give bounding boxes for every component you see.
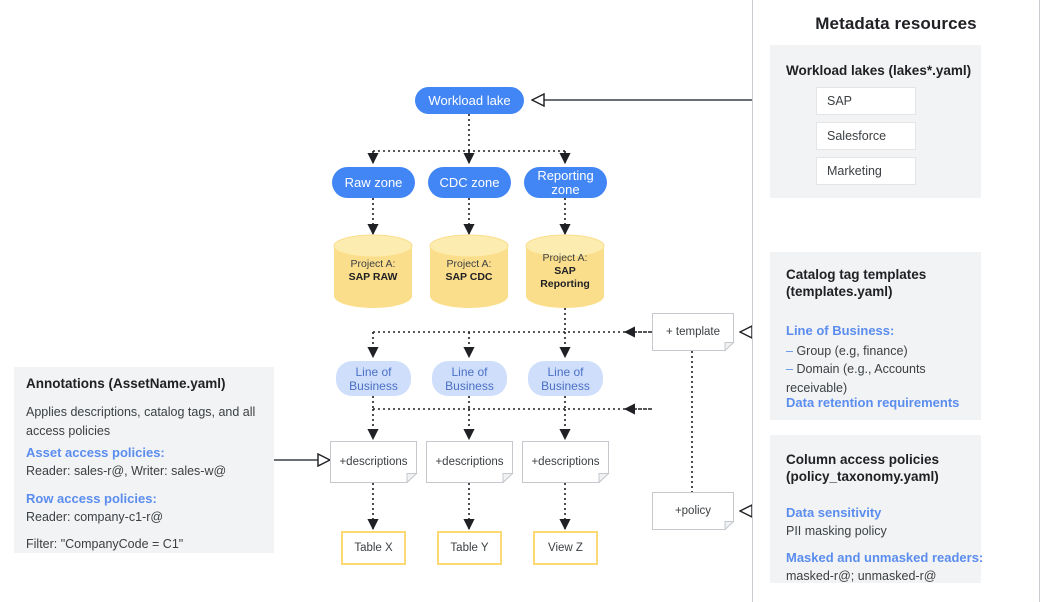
node-table-y[interactable]: Table Y [437,531,502,565]
note-shape [522,441,610,484]
data-sensitivity-value: PII masking policy [786,524,887,538]
column-policies-heading-2: (policy_taxonomy.yaml) [786,469,939,484]
node-project-sap-reporting-label: Project A: SAP Reporting [526,234,604,308]
node-reporting-zone-label: Reporting zone [537,167,594,197]
project-prefix: Project A: [446,258,492,270]
data-retention-heading: Data retention requirements [786,395,960,410]
project-name: SAP RAW [348,271,398,283]
node-cdc-zone[interactable]: CDC zone [428,167,511,198]
row-filter-value: Filter: "CompanyCode = C1" [26,537,184,551]
node-raw-zone[interactable]: Raw zone [332,167,415,198]
note-shape [330,441,418,484]
note-shape [652,492,735,531]
catalog-templates-group [770,252,981,420]
node-table-x[interactable]: Table X [341,531,406,565]
node-cdc-zone-label: CDC zone [439,174,500,190]
row-access-policies-value: Reader: company-c1-r@ [26,510,164,524]
bullet-dash: – [786,344,793,358]
node-line-of-business-3-label: Line of Business [541,364,590,393]
node-workload-lake[interactable]: Workload lake [415,87,524,114]
catalog-bullet-domain: – Domain (e.g., Accounts receivable) [786,360,986,398]
node-project-sap-raw-label: Project A: SAP RAW [334,234,412,308]
masked-readers-heading: Masked and unmasked readers: [786,550,984,565]
cylinder-shape [429,234,509,308]
cylinder-shape [333,234,413,308]
note-shape [652,313,735,352]
workload-lake-item-salesforce-label: Salesforce [827,129,887,143]
project-name: SAP CDC [445,271,493,283]
workload-lake-item-salesforce[interactable]: Salesforce [816,122,916,150]
data-sensitivity-heading: Data sensitivity [786,505,882,520]
note-template-label: + template [665,326,721,338]
metadata-panel-title: Metadata resources [815,14,977,33]
node-project-sap-cdc[interactable]: Project A: SAP CDC [429,234,509,308]
node-line-of-business-3[interactable]: Line of Business [528,361,603,396]
column-policies-group [770,435,981,583]
node-project-sap-cdc-label: Project A: SAP CDC [430,234,508,308]
note-shape [426,441,514,484]
asset-access-policies-value: Reader: sales-r@, Writer: sales-w@ [26,464,227,478]
annotations-description: Applies descriptions, catalog tags, and … [26,405,256,438]
note-descriptions-3-label: +descriptions [531,456,600,468]
note-policy-label: +policy [674,505,712,517]
node-line-of-business-2-label: Line of Business [445,364,494,393]
cylinder-shape [525,234,605,308]
node-raw-zone-label: Raw zone [344,174,403,190]
node-line-of-business-1[interactable]: Line of Business [336,361,411,396]
node-project-sap-reporting[interactable]: Project A: SAP Reporting [525,234,605,308]
masked-readers-value: masked-r@; unmasked-r@ [786,569,937,583]
annotations-heading: Annotations (AssetName.yaml) [26,376,226,391]
project-name: SAP Reporting [540,264,590,290]
catalog-templates-heading-1: Catalog tag templates [786,267,927,282]
node-workload-lake-label: Workload lake [428,92,511,108]
catalog-lob-heading: Line of Business: [786,323,895,338]
column-policies-heading-1: Column access policies [786,452,940,467]
catalog-bullet-group: – Group (e.g, finance) [786,342,981,361]
node-table-y-label: Table Y [450,542,489,554]
node-project-sap-raw[interactable]: Project A: SAP RAW [333,234,413,308]
note-descriptions-2[interactable]: +descriptions [426,441,514,484]
node-view-z-label: View Z [548,542,583,554]
note-descriptions-1[interactable]: +descriptions [330,441,418,484]
workload-lakes-heading: Workload lakes (lakes*.yaml) [786,63,972,78]
node-line-of-business-1-label: Line of Business [349,364,398,393]
bullet-text: Group (e.g, finance) [796,344,908,358]
node-reporting-zone[interactable]: Reporting zone [524,167,607,198]
row-access-policies-heading: Row access policies: [26,491,157,506]
note-descriptions-3[interactable]: +descriptions [522,441,610,484]
node-line-of-business-2[interactable]: Line of Business [432,361,507,396]
note-template[interactable]: + template [652,313,735,352]
bullet-text: Domain (e.g., Accounts receivable) [786,362,926,395]
bullet-dash: – [786,362,793,376]
project-prefix: Project A: [542,251,588,264]
note-policy[interactable]: +policy [652,492,735,531]
workload-lake-item-sap[interactable]: SAP [816,87,916,115]
workload-lake-item-sap-label: SAP [827,94,853,108]
asset-access-policies-heading: Asset access policies: [26,445,165,460]
project-prefix: Project A: [350,258,396,270]
annotations-panel [14,367,274,553]
node-table-x-label: Table X [354,542,393,554]
workload-lake-item-marketing[interactable]: Marketing [816,157,916,185]
note-descriptions-2-label: +descriptions [435,456,504,468]
note-descriptions-1-label: +descriptions [339,456,408,468]
catalog-templates-heading-2: (templates.yaml) [786,284,893,299]
node-view-z[interactable]: View Z [533,531,598,565]
workload-lake-item-marketing-label: Marketing [827,164,882,178]
